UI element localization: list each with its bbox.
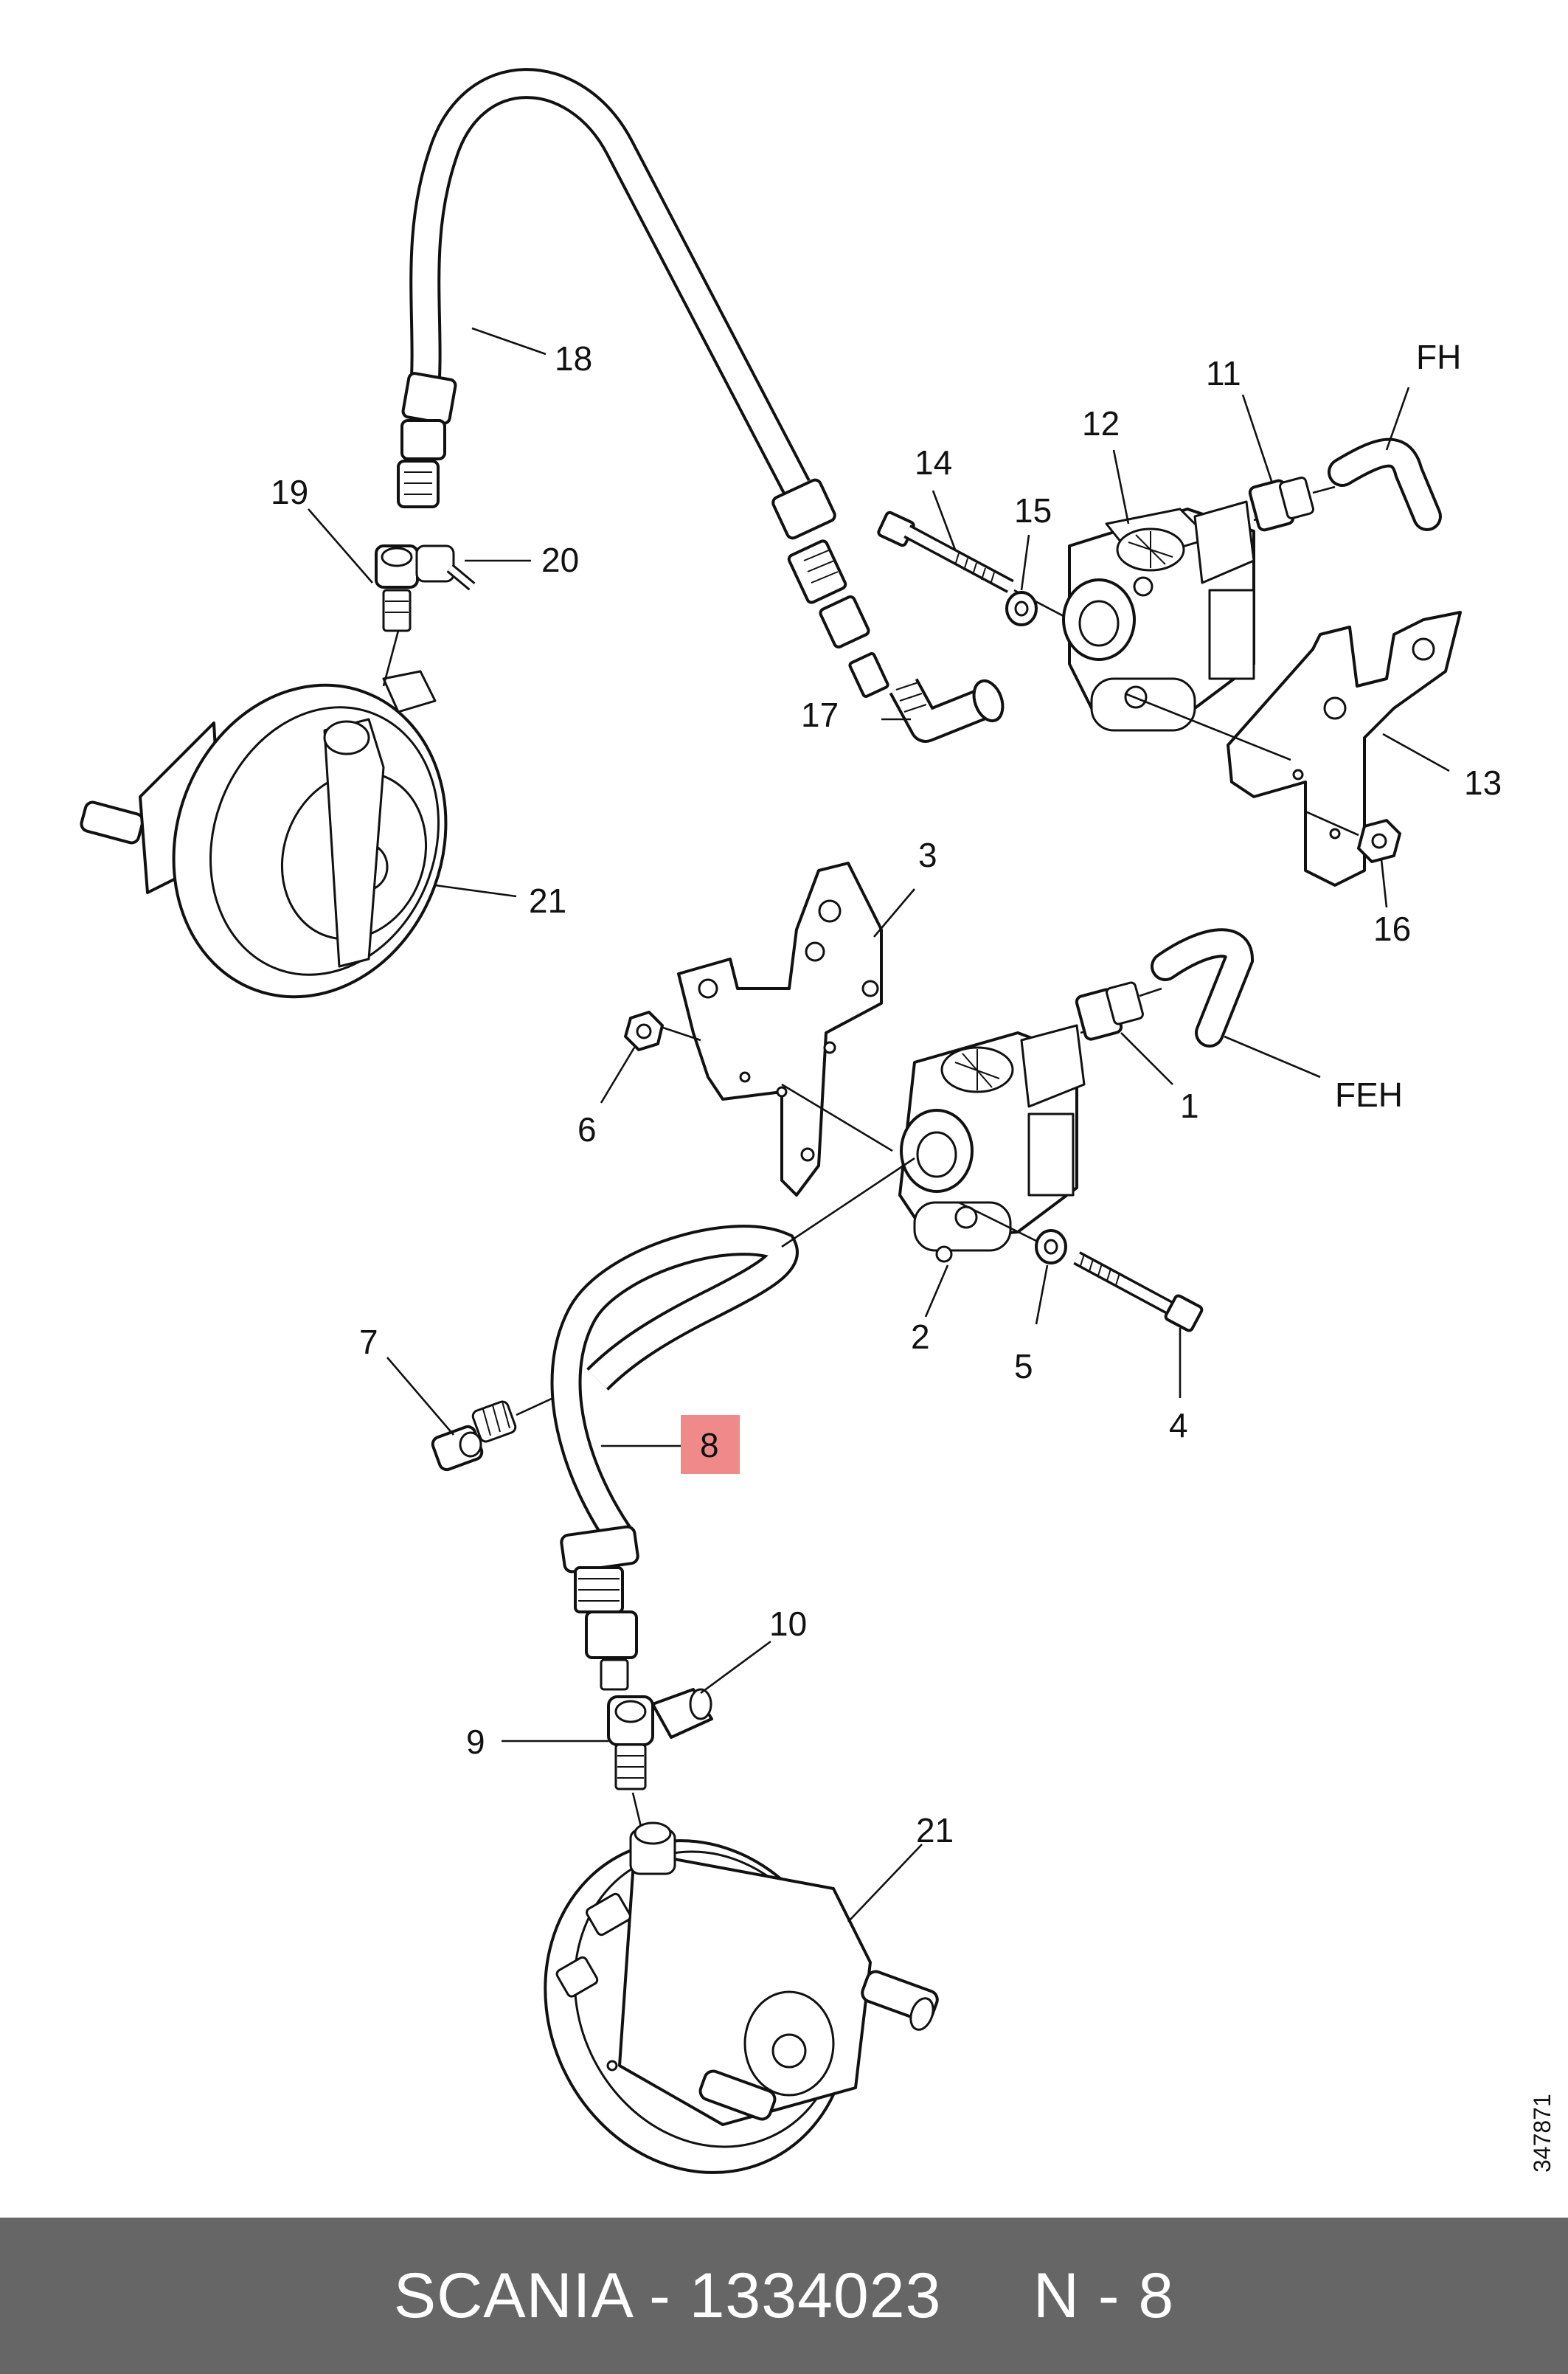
- nut-6: [624, 1011, 664, 1051]
- brake-chamber-21-lower: [544, 1821, 939, 2174]
- callout-8-highlight: [681, 1415, 740, 1474]
- callout-4: 4: [1169, 1406, 1188, 1444]
- callout-1: 1: [1180, 1087, 1199, 1125]
- callout-feh: FEH: [1335, 1076, 1403, 1114]
- valve-12: [1062, 500, 1269, 732]
- callout-21-upper: 21: [529, 882, 566, 920]
- callout-15: 15: [1014, 491, 1052, 530]
- callout-labels: 1 2 3 4 5 6 7 8 9 10 11 12 13 14 15 16 1…: [271, 338, 1555, 2173]
- bracket-3: [656, 862, 893, 1197]
- callout-5: 5: [1014, 1347, 1033, 1385]
- footer-bar: SCANIA - 1334023 N - 8: [0, 2218, 1568, 2374]
- nut-16: [1305, 810, 1401, 863]
- leader-lines: [308, 327, 1450, 1923]
- bolt-14: [877, 511, 1092, 632]
- callout-10: 10: [769, 1605, 807, 1643]
- fitting-1: [1075, 981, 1162, 1041]
- bolt-4: [1073, 1251, 1204, 1332]
- callout-19: 19: [271, 473, 308, 511]
- valve-2: [898, 1024, 1107, 1263]
- washer-5: [958, 1201, 1067, 1264]
- callout-16: 16: [1373, 910, 1411, 948]
- callout-12: 12: [1082, 404, 1120, 443]
- callout-9: 9: [466, 1723, 485, 1761]
- pipe-fh: [1328, 437, 1442, 531]
- callout-18: 18: [555, 339, 592, 378]
- fitting-7: [431, 1397, 554, 1472]
- brake-chamber-21-upper: [80, 630, 448, 999]
- valve-10: [651, 1688, 713, 1739]
- footer-part-number: SCANIA - 1334023 N - 8: [393, 2260, 1175, 2331]
- elbow-17: [889, 678, 1005, 743]
- callout-3: 3: [918, 836, 937, 874]
- fitting-11: [1248, 477, 1336, 532]
- hose-18: [397, 68, 889, 698]
- valve-20: [415, 544, 476, 591]
- drawing-number: 347871: [1529, 2094, 1555, 2173]
- callout-7: 7: [359, 1323, 378, 1361]
- callout-6: 6: [577, 1110, 597, 1149]
- bracket-13: [1124, 611, 1462, 887]
- washer-15: [1005, 591, 1038, 626]
- callout-17: 17: [801, 696, 839, 734]
- tee-19: [375, 544, 419, 632]
- callout-21-lower: 21: [916, 1811, 954, 1849]
- callout-fh: FH: [1416, 338, 1461, 376]
- exploded-parts-diagram: 1 2 3 4 5 6 7 8 9 10 11 12 13 14 15 16 1…: [80, 68, 1555, 2174]
- callout-2: 2: [911, 1318, 930, 1356]
- hose-8: [550, 1157, 915, 1691]
- callout-11: 11: [1206, 354, 1241, 392]
- tee-9: [607, 1695, 654, 1790]
- callout-20: 20: [541, 541, 579, 579]
- callout-14: 14: [915, 443, 952, 482]
- callout-13: 13: [1464, 764, 1502, 802]
- pipe-feh: [1151, 928, 1255, 1048]
- callout-8: 8: [700, 1426, 719, 1464]
